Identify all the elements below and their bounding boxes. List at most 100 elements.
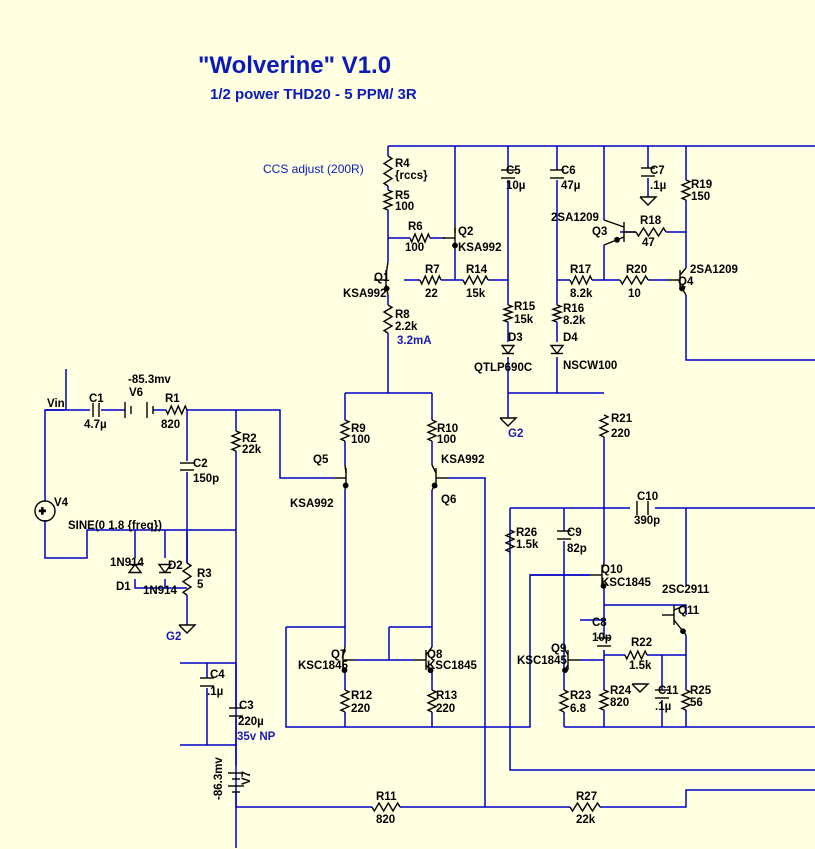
component-value: 2.2k [395,321,418,333]
schematic-title: "Wolverine" V1.0 [198,52,391,79]
component-ref: R6 [408,221,423,233]
r21-symbol [598,414,610,438]
component-ref: R1 [165,393,180,405]
component-ref: R21 [611,413,633,425]
component-value: .1µ [650,180,666,192]
r26-symbol [504,529,516,553]
component-value: QTLP690C [474,362,532,374]
r13-symbol [426,689,438,713]
wire [600,789,815,808]
component-value: KSA992 [458,242,501,254]
r27-symbol [569,801,601,813]
d4-symbol [549,344,565,355]
wire [44,369,67,501]
component-value: 1.5k [629,660,652,672]
component-value: 22 [425,288,438,300]
component-ref: D4 [563,332,578,344]
component-ref: C11 [658,685,679,697]
q10-symbol [590,562,607,589]
q2-symbol [443,225,458,250]
r3-ground [178,624,197,634]
d3-ground [499,417,518,427]
component-value: 100 [395,201,414,213]
component-value: .1µ [655,701,671,713]
component-value: 2SA1209 [690,264,738,276]
component-ref: C1 [89,393,104,405]
component-value: 10 [628,288,641,300]
component-value: 82p [567,543,587,555]
component-ref: D3 [508,332,523,344]
component-ref: R25 [690,685,712,697]
component-ref: R13 [436,690,457,702]
component-value: 22k [576,814,596,826]
component-value: 820 [610,697,629,709]
component-ref: Q1 [374,272,390,284]
q3-symbol [603,219,636,246]
component-value: 15k [466,288,486,300]
component-value: 1N914 [143,585,177,597]
c3-symbol [229,707,243,717]
component-value: 47µ [561,180,580,192]
component-value: 8.2k [570,288,593,300]
wire [44,520,236,559]
component-value: KSA992 [441,454,484,466]
c8-symbol [597,637,611,647]
component-value: 6.8 [570,703,587,715]
component-ref: R8 [395,309,410,321]
component-value: 150 [691,191,710,203]
component-value: KSC1845 [427,660,477,672]
r9-symbol [339,419,351,442]
wire [509,508,815,771]
component-ref: R2 [242,433,257,445]
component-value: 56 [690,697,703,709]
r12-symbol [339,689,351,713]
d1-symbol [127,563,143,574]
component-ref: V7 [241,771,253,785]
r25-symbol [680,689,692,711]
r22-ground [631,683,650,693]
r7-symbol [419,274,442,286]
component-value: 820 [161,419,180,431]
r19-symbol [680,179,692,201]
component-ref: R14 [466,264,488,276]
component-ref: C8 [592,617,607,629]
component-value: 220 [611,428,630,440]
component-ref: R5 [395,190,410,202]
ccs-note: CCS adjust (200R) [263,162,364,176]
c6-symbol [550,169,564,179]
component-ref: C5 [506,165,521,177]
wires [44,145,815,848]
r17-symbol [569,274,593,286]
r4-symbol [382,155,394,187]
c7-ground [639,196,658,206]
component-ref: Q10 [601,564,623,576]
component-value: 220 [436,703,455,715]
ground-label: G2 [508,428,523,440]
r20-symbol [619,274,649,286]
component-ref: R18 [640,215,662,227]
q5-symbol [334,464,349,491]
c2-symbol [180,462,194,471]
component-ref: C4 [210,669,225,681]
component-ref: V6 [129,387,143,399]
component-ref: R27 [576,791,597,803]
component-ref: R3 [197,568,212,580]
component-ref: C9 [567,527,582,539]
wire [134,579,187,589]
v6-symbol [124,402,154,418]
component-value: .1µ [207,686,223,698]
component-value: 1N914 [110,557,144,569]
q4-symbol [668,267,687,296]
r11-symbol [371,801,401,813]
component-value: {rccs} [395,170,428,182]
component-ref: R17 [570,264,591,276]
component-ref: D2 [168,560,183,572]
wire [187,409,334,479]
component-ref: Q8 [427,649,443,661]
component-ref: R19 [691,179,712,191]
component-ref: R24 [610,685,632,697]
schematic-subtitle: 1/2 power THD20 - 5 PPM/ 3R [210,86,417,103]
r2-symbol [230,430,242,452]
r6-symbol [409,232,431,244]
